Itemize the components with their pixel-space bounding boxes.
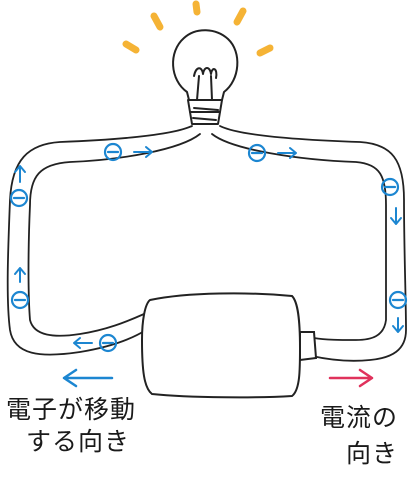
electrons (9, 142, 408, 353)
arrow-down-icon (392, 317, 404, 333)
arrow-right-icon (277, 147, 297, 159)
electron-icon (103, 142, 123, 162)
glow-ray-icon (256, 44, 274, 57)
current-direction-arrow-icon (328, 368, 374, 388)
electron-direction-arrow-icon (62, 368, 114, 388)
glow-ray-icon (150, 12, 164, 31)
electron-icon (380, 177, 400, 197)
arrow-up-icon (14, 165, 26, 183)
current-direction-label-line2: 向き (346, 439, 399, 468)
electron-direction-label-line2: する向き (26, 427, 131, 456)
electron-icon (98, 333, 118, 353)
glow-ray-icon (233, 7, 247, 26)
electron-icon (10, 290, 30, 310)
arrow-down-icon (390, 207, 402, 225)
glow-ray-icon (122, 40, 140, 54)
arrow-up-icon (14, 267, 26, 283)
glow-ray-icon (192, 0, 201, 16)
arrow-left-icon (73, 337, 93, 349)
light-bulb-icon (172, 29, 239, 125)
bulb-glow-rays (122, 0, 274, 57)
electron-icon (388, 290, 408, 310)
current-direction-label: 電流の (320, 403, 399, 432)
circuit-wire (6, 125, 407, 362)
electron-icon (247, 143, 267, 163)
electron-direction-label: 電子が移動 (6, 395, 137, 424)
electron-flow-arrows (14, 146, 404, 349)
electron-icon (9, 188, 29, 208)
arrow-right-icon (133, 146, 153, 158)
battery-icon (140, 292, 318, 399)
